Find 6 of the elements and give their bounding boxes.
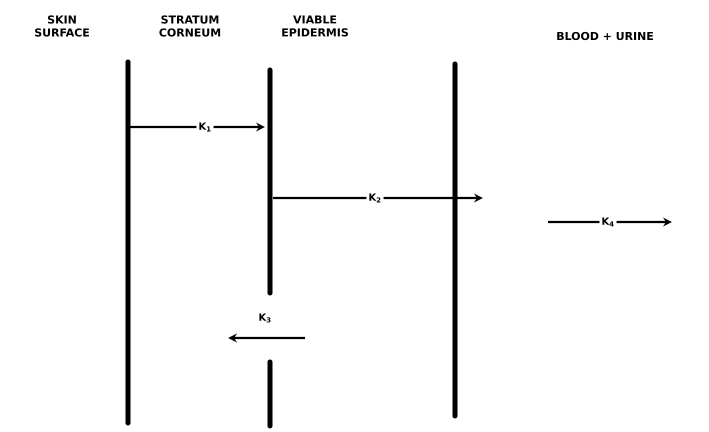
- edge-label: K$_{2}$: [366, 192, 384, 204]
- region-label: BLOOD + URINE: [557, 32, 653, 40]
- layer-boundary: SKIN SURFACE: [35, 15, 130, 426]
- rate-label: K$_{4}$: [599, 216, 617, 228]
- edge-label: K$_{1}$: [196, 120, 214, 134]
- edge-label: K$_{3}$: [256, 311, 274, 325]
